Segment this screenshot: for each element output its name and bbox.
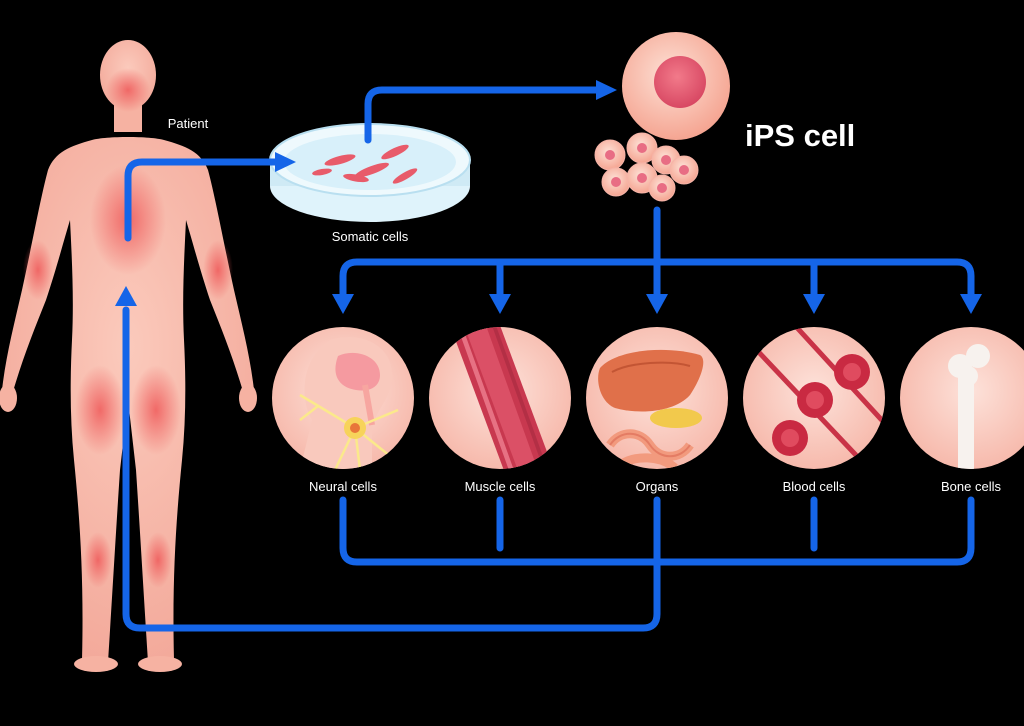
neural-cells-circle [272, 327, 414, 469]
neural-cells-label: Neural cells [309, 479, 377, 494]
bone-cells-label: Bone cells [941, 479, 1001, 494]
ips-cell-cluster [594, 132, 699, 202]
flow-arrows [122, 86, 975, 632]
blood-cells-label: Blood cells [783, 479, 846, 494]
somatic-cells-label: Somatic cells [332, 229, 409, 244]
muscle-cells-label: Muscle cells [465, 479, 536, 494]
ips-cell-title: iPS cell [745, 118, 855, 153]
patient-label: Patient [168, 116, 209, 131]
bone-cells-circle [900, 327, 1024, 469]
muscle-cells-circle [429, 327, 571, 469]
arrowheads [115, 80, 982, 314]
petri-dish [269, 123, 471, 222]
organs-label: Organs [636, 479, 679, 494]
blood-cells-circle [743, 327, 885, 469]
organs-circle [586, 327, 728, 469]
ips-cell [622, 32, 730, 140]
